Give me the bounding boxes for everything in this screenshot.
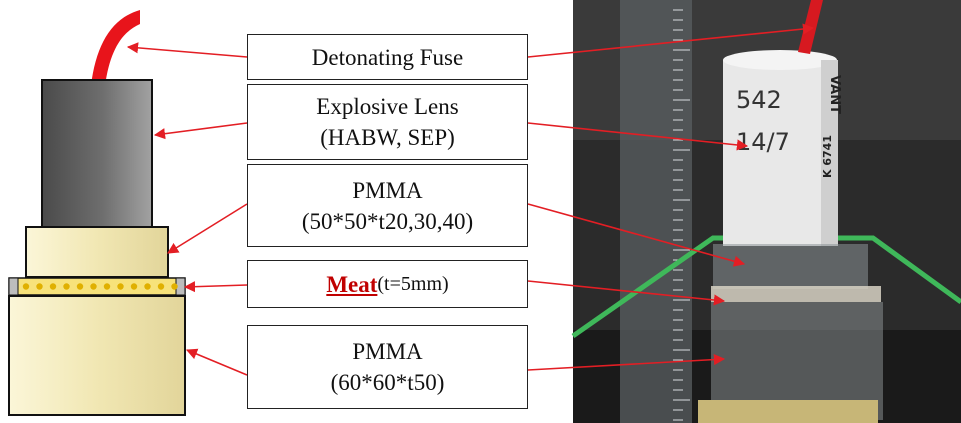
label-meat-thickness: (t=5mm): [377, 272, 449, 295]
arrow-pmma-bottom-left: [185, 348, 248, 376]
meat-dot: [130, 283, 138, 290]
photo-handwriting-1: 542: [736, 86, 782, 114]
pmma-bottom-block-shape: [8, 295, 186, 416]
arrow-fuse-left: [126, 42, 248, 58]
photo-code: K 6741: [821, 135, 834, 178]
label-detonating-fuse: Detonating Fuse: [247, 34, 528, 80]
label-pmma-bottom-line1: PMMA: [352, 339, 423, 364]
meat-dot: [144, 283, 151, 290]
meat-dot: [171, 283, 178, 290]
meat-dot: [90, 283, 97, 290]
photo-handwriting-2: 14/7: [736, 128, 790, 156]
label-explosive-lens-line2: (HABW, SEP): [320, 125, 455, 150]
label-pmma-bottom: PMMA (60*60*t50): [247, 325, 528, 409]
detonating-fuse-shape: [91, 10, 140, 86]
label-meat: Meat(t=5mm): [247, 260, 528, 308]
arrow-meat-left: [183, 281, 248, 293]
label-explosive-lens-line1: Explosive Lens: [316, 94, 459, 119]
meat-dot: [36, 283, 43, 290]
arrow-fuse-right: [527, 23, 815, 58]
arrow-pmma-top-right: [527, 203, 746, 267]
photo-brand: VANT: [827, 75, 842, 114]
pmma-top-block-shape: [25, 226, 169, 278]
explosive-lens-shape: [41, 79, 153, 228]
photo-meat: [711, 286, 881, 302]
meat-dot: [157, 283, 165, 290]
meat-dot: [103, 283, 111, 290]
arrow-lens-left: [153, 122, 248, 140]
meat-dot: [63, 283, 70, 290]
label-meat-word: Meat: [326, 271, 378, 297]
label-detonating-fuse-text: Detonating Fuse: [311, 44, 464, 70]
label-explosive-lens: Explosive Lens (HABW, SEP): [247, 84, 528, 160]
meat-dot: [117, 283, 124, 290]
label-pmma-top-line2: (50*50*t20,30,40): [301, 208, 474, 234]
photo-explosive-lens: [723, 50, 838, 246]
arrow-meat-right: [527, 280, 726, 306]
photo-pmma-top: [713, 244, 868, 289]
arrows: [126, 23, 815, 376]
meat-dot: [22, 283, 30, 290]
label-pmma-top-line1: PMMA: [352, 177, 423, 203]
meat-layer-shape: [8, 277, 186, 296]
label-pmma-bottom-line2: (60*60*t50): [330, 370, 445, 395]
arrow-pmma-top-left: [167, 203, 248, 254]
meat-dot: [49, 283, 57, 290]
label-pmma-top: PMMA (50*50*t20,30,40): [247, 164, 528, 247]
experiment-photo: 542 14/7 VANT K 6741: [571, 0, 961, 423]
arrow-pmma-bottom-right: [527, 353, 726, 371]
schematic-diagram: [8, 10, 186, 416]
arrow-lens-right: [527, 122, 749, 151]
meat-dot: [76, 283, 84, 290]
